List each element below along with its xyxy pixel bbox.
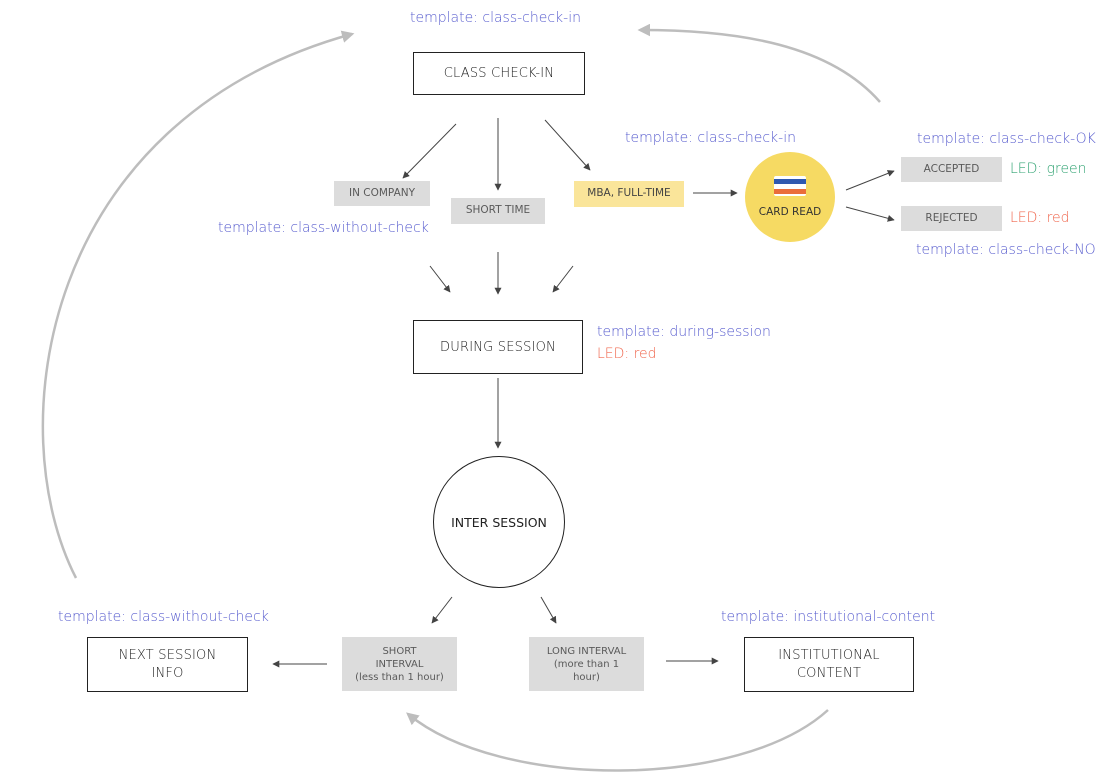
arrow-left-into-during xyxy=(429,265,451,293)
short-interval-tag: SHORT INTERVAL (less than 1 hour) xyxy=(342,637,457,691)
loop-arrow-bottom xyxy=(406,709,829,772)
inter-session-node: INTER SESSION xyxy=(433,456,565,588)
in-company-tag: IN COMPANY xyxy=(334,181,430,206)
during-session-node: DURING SESSION xyxy=(413,320,583,374)
arrow-to-accepted xyxy=(845,170,895,191)
arrow-to-in-company xyxy=(402,123,457,179)
led-red-rejected-label: LED: red xyxy=(1010,210,1070,226)
mba-full-time-tag: MBA, FULL-TIME xyxy=(574,181,684,207)
led-green-label: LED: green xyxy=(1010,161,1087,177)
loop-arrow-left xyxy=(41,30,355,579)
template-label-institutional-content: template: institutional-content xyxy=(721,609,936,625)
template-label-class-check-in: template: class-check-in xyxy=(410,10,581,26)
id-card-icon xyxy=(774,176,806,196)
institutional-content-node: INSTITUTIONAL CONTENT xyxy=(744,637,914,692)
template-label-class-without-check-bottom: template: class-without-check xyxy=(58,609,269,625)
template-label-check-ok: template: class-check-OK xyxy=(917,131,1096,147)
loop-arrow-right xyxy=(637,23,881,103)
next-session-info-node: NEXT SESSION INFO xyxy=(87,637,248,692)
arrow-to-short-interval xyxy=(431,596,453,624)
class-check-in-node: CLASS CHECK-IN xyxy=(413,52,585,95)
template-label-class-without-check: template: class-without-check xyxy=(218,220,429,236)
accepted-tag: ACCEPTED xyxy=(901,157,1002,182)
led-red-during-label: LED: red xyxy=(597,346,657,362)
template-label-check-no: template: class-check-NO xyxy=(916,242,1096,258)
arrow-to-rejected xyxy=(845,206,895,222)
arrow-to-long-interval xyxy=(540,596,557,624)
template-label-during-session: template: during-session xyxy=(597,324,771,340)
short-time-tag: SHORT TIME xyxy=(451,198,545,224)
card-read-label: CARD READ xyxy=(758,206,822,218)
long-interval-tag: LONG INTERVAL (more than 1 hour) xyxy=(529,637,644,691)
arrow-right-into-during xyxy=(552,265,574,293)
template-label-card-check-in: template: class-check-in xyxy=(625,130,796,146)
rejected-tag: REJECTED xyxy=(901,206,1002,231)
card-read-node: CARD READ xyxy=(745,152,835,242)
arrow-to-mba xyxy=(544,119,591,171)
